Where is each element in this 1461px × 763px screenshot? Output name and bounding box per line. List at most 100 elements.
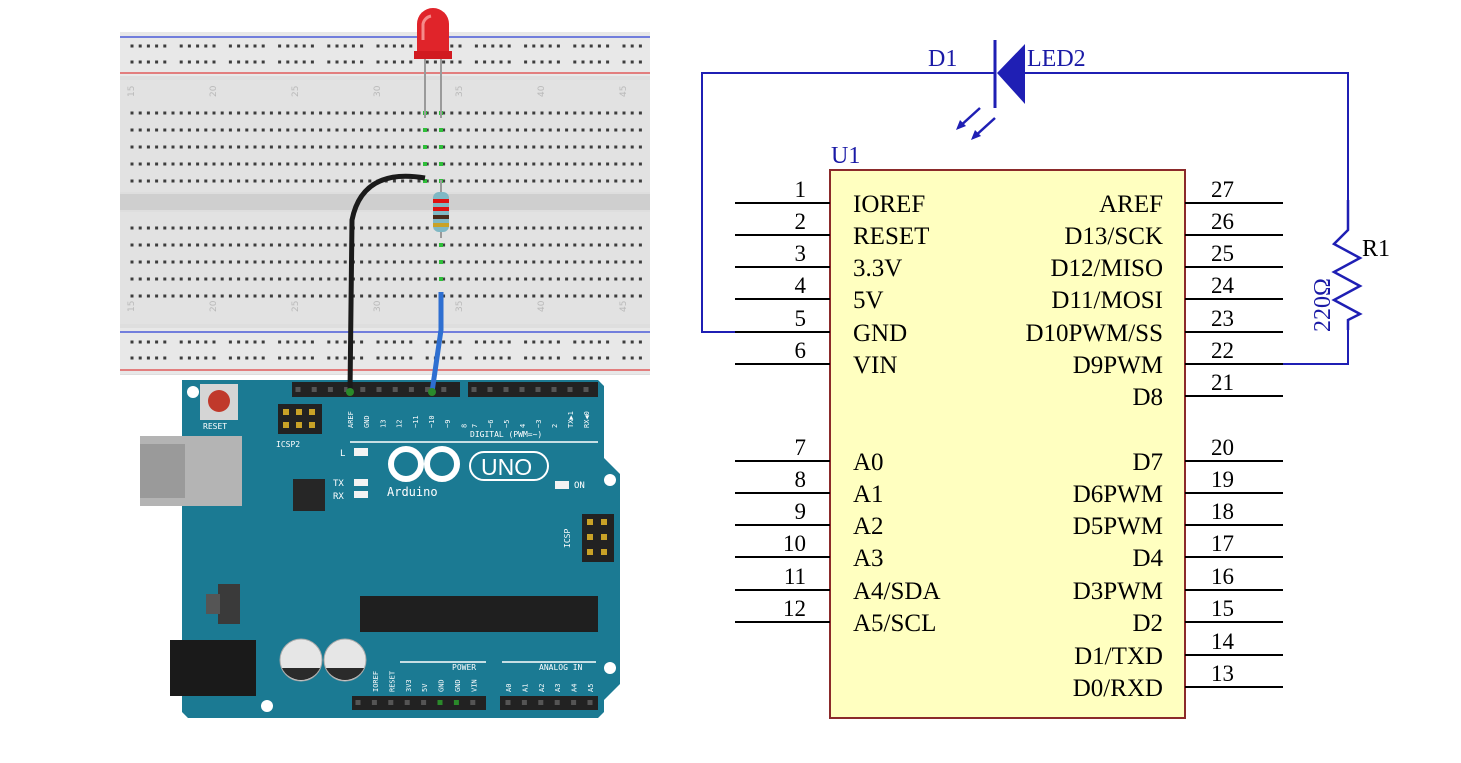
terminal-hole[interactable] [515, 145, 519, 149]
rail-hole[interactable] [384, 44, 388, 48]
terminal-hole[interactable] [163, 111, 167, 115]
terminal-hole[interactable] [474, 277, 478, 281]
rail-hole[interactable] [343, 44, 347, 48]
terminal-hole[interactable] [638, 277, 642, 281]
terminal-hole[interactable] [327, 277, 331, 281]
terminal-hole[interactable] [130, 226, 134, 230]
terminal-hole[interactable] [589, 111, 593, 115]
header-pin[interactable] [519, 387, 525, 392]
rail-hole[interactable] [384, 356, 388, 360]
rail-hole[interactable] [343, 60, 347, 64]
terminal-hole[interactable] [507, 260, 511, 264]
terminal-hole[interactable] [196, 162, 200, 166]
terminal-hole[interactable] [597, 294, 601, 298]
terminal-hole[interactable] [581, 162, 585, 166]
terminal-hole[interactable] [146, 294, 150, 298]
terminal-hole[interactable] [245, 294, 249, 298]
terminal-hole[interactable] [237, 128, 241, 132]
rail-hole[interactable] [327, 60, 331, 64]
rail-hole[interactable] [261, 60, 265, 64]
terminal-hole[interactable] [589, 226, 593, 230]
rail-hole[interactable] [228, 340, 232, 344]
terminal-hole[interactable] [261, 226, 265, 230]
terminal-hole[interactable] [327, 226, 331, 230]
rail-hole[interactable] [179, 340, 183, 344]
rail-hole[interactable] [548, 44, 552, 48]
rail-hole[interactable] [335, 60, 339, 64]
terminal-hole[interactable] [499, 226, 503, 230]
terminal-hole[interactable] [171, 260, 175, 264]
terminal-hole[interactable] [548, 294, 552, 298]
terminal-hole[interactable] [401, 243, 405, 247]
terminal-hole[interactable] [565, 226, 569, 230]
terminal-hole[interactable] [155, 294, 159, 298]
rail-hole[interactable] [556, 356, 560, 360]
terminal-hole[interactable] [319, 294, 323, 298]
rail-hole[interactable] [278, 356, 282, 360]
terminal-hole[interactable] [220, 145, 224, 149]
terminal-hole[interactable] [565, 111, 569, 115]
terminal-hole[interactable] [614, 226, 618, 230]
rail-hole[interactable] [491, 340, 495, 344]
terminal-hole[interactable] [474, 145, 478, 149]
rail-hole[interactable] [196, 340, 200, 344]
terminal-hole[interactable] [450, 179, 454, 183]
header-pin[interactable] [421, 700, 427, 705]
terminal-hole[interactable] [155, 243, 159, 247]
terminal-hole[interactable] [589, 243, 593, 247]
terminal-hole[interactable] [138, 243, 142, 247]
terminal-hole[interactable] [253, 179, 257, 183]
terminal-hole[interactable] [212, 226, 216, 230]
rail-hole[interactable] [606, 340, 610, 344]
terminal-hole[interactable] [130, 277, 134, 281]
terminal-hole[interactable] [474, 294, 478, 298]
terminal-hole[interactable] [228, 260, 232, 264]
terminal-hole[interactable] [556, 277, 560, 281]
rail-hole[interactable] [483, 60, 487, 64]
terminal-hole[interactable] [269, 128, 273, 132]
terminal-hole[interactable] [163, 294, 167, 298]
terminal-hole[interactable] [155, 226, 159, 230]
terminal-hole[interactable] [581, 226, 585, 230]
terminal-hole[interactable] [343, 243, 347, 247]
terminal-hole[interactable] [458, 162, 462, 166]
terminal-hole[interactable] [622, 145, 626, 149]
terminal-hole[interactable] [286, 128, 290, 132]
header-pin[interactable] [551, 387, 557, 392]
terminal-hole[interactable] [597, 128, 601, 132]
terminal-hole[interactable] [138, 294, 142, 298]
terminal-hole[interactable] [483, 243, 487, 247]
terminal-hole[interactable] [540, 243, 544, 247]
terminal-hole[interactable] [581, 145, 585, 149]
terminal-hole[interactable] [245, 162, 249, 166]
terminal-hole[interactable] [581, 111, 585, 115]
rail-hole[interactable] [302, 356, 306, 360]
terminal-hole[interactable] [573, 128, 577, 132]
rail-hole[interactable] [360, 340, 364, 344]
terminal-hole[interactable] [310, 243, 314, 247]
rail-hole[interactable] [155, 44, 159, 48]
terminal-hole[interactable] [573, 226, 577, 230]
terminal-hole[interactable] [269, 111, 273, 115]
terminal-hole[interactable] [368, 128, 372, 132]
terminal-hole[interactable] [515, 162, 519, 166]
terminal-hole[interactable] [237, 162, 241, 166]
terminal-hole[interactable] [278, 145, 282, 149]
terminal-hole[interactable] [556, 111, 560, 115]
terminal-hole[interactable] [196, 277, 200, 281]
terminal-hole[interactable] [556, 243, 560, 247]
terminal-hole[interactable] [220, 294, 224, 298]
terminal-hole[interactable] [597, 243, 601, 247]
terminal-hole[interactable] [573, 162, 577, 166]
terminal-hole[interactable] [581, 277, 585, 281]
terminal-hole[interactable] [384, 226, 388, 230]
terminal-hole[interactable] [630, 260, 634, 264]
rail-hole[interactable] [425, 60, 429, 64]
terminal-hole[interactable] [532, 294, 536, 298]
terminal-hole[interactable] [204, 111, 208, 115]
rail-hole[interactable] [138, 340, 142, 344]
terminal-hole[interactable] [565, 294, 569, 298]
rail-hole[interactable] [146, 356, 150, 360]
terminal-hole[interactable] [442, 179, 446, 183]
terminal-hole[interactable] [368, 162, 372, 166]
